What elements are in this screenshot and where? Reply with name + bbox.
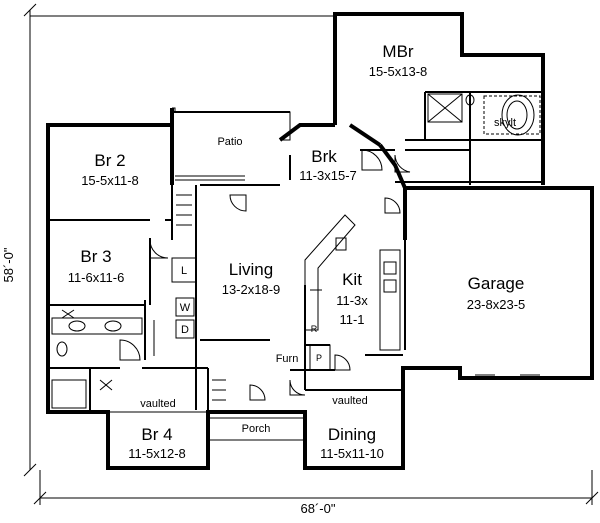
room-size-garage: 23-8x23-5 <box>467 297 526 312</box>
porch-label: Porch <box>242 423 271 435</box>
room-name-living: Living <box>229 260 273 279</box>
vaulted-label-left: vaulted <box>140 398 175 410</box>
washer-label: W <box>180 302 191 314</box>
overall-height-label: 58´-0" <box>1 247 16 282</box>
closet-marks <box>61 194 226 401</box>
room-name-mbr: MBr <box>382 42 414 61</box>
room-name-br3: Br 3 <box>80 247 111 266</box>
vaulted-label-right: vaulted <box>332 395 367 407</box>
room-size-brk: 11-3x15-7 <box>299 168 357 183</box>
room-size-kit-2: 11-1 <box>339 312 364 327</box>
room-size-kit-1: 11-3x <box>336 293 368 308</box>
room-name-br2: Br 2 <box>94 151 125 170</box>
furn-label: Furn <box>276 353 299 365</box>
pantry-label: P <box>316 353 322 363</box>
dryer-label: D <box>181 324 189 336</box>
room-name-dining: Dining <box>328 425 376 444</box>
room-name-garage: Garage <box>468 274 525 293</box>
bath-fixtures <box>51 93 541 409</box>
kitchen-counters <box>304 214 401 371</box>
room-name-br4: Br 4 <box>141 425 172 444</box>
laundry-label: L <box>181 265 187 277</box>
door-swings <box>119 149 411 401</box>
refrigerator-label: R <box>311 324 318 334</box>
room-size-dining: 11-5x11-10 <box>320 446 384 461</box>
room-size-br4: 11-5x12-8 <box>128 446 186 461</box>
skylight-label: skylt <box>494 117 516 129</box>
room-size-living: 13-2x18-9 <box>222 282 281 297</box>
room-size-mbr: 15-5x13-8 <box>369 64 428 79</box>
dimension-lines <box>23 3 599 505</box>
patio-label: Patio <box>217 136 242 148</box>
room-size-br2: 15-5x11-8 <box>81 173 139 188</box>
exterior-walls <box>46 12 594 470</box>
room-size-br3: 11-6x11-6 <box>68 270 125 285</box>
room-name-kit: Kit <box>342 270 362 289</box>
washer-box <box>175 297 195 317</box>
window-marks <box>108 175 540 441</box>
dryer-box <box>175 319 195 339</box>
laundry-box <box>171 257 197 283</box>
room-name-brk: Brk <box>311 147 337 166</box>
overall-width-label: 68´-0" <box>301 501 336 516</box>
